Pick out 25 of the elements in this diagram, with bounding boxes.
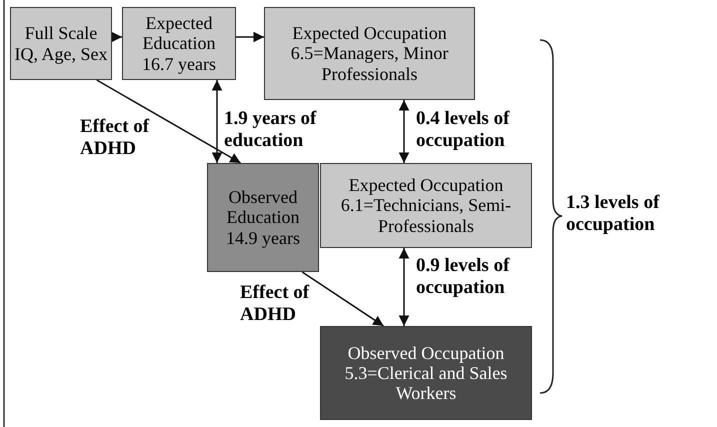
box-text: Expected Education 16.7 years: [141, 13, 217, 74]
arrow: [96, 79, 241, 164]
process-box: [10, 7, 112, 80]
box-text: Expected Occupation 6.5=Managers, Minor Professionals: [290, 23, 450, 84]
process-box: [320, 163, 532, 248]
process-box: [207, 163, 319, 272]
arrow: [112, 32, 122, 42]
box-text: Observed Occupation 5.3=Clerical and Sales Workers: [344, 342, 508, 404]
arrow: [212, 80, 222, 163]
edge-label: Effect of ADHD: [240, 282, 310, 326]
arrow: [302, 271, 384, 327]
box-text: Expected Occupation 6.1=Technicians, Semi-Professionals: [340, 175, 512, 236]
process-box: [264, 7, 475, 100]
box-text: Observed Education 14.9 years: [225, 187, 301, 248]
arrow: [398, 100, 410, 163]
bracket-label: 1.3 levels of occupation: [566, 192, 661, 236]
box-text: Full Scale IQ, Age, Sex: [14, 23, 108, 64]
edge-label: 0.4 levels of occupation: [416, 108, 511, 152]
process-box: [320, 326, 532, 420]
arrow: [236, 32, 264, 42]
process-box: [122, 7, 236, 80]
arrow: [398, 248, 410, 326]
edge-label: Effect of ADHD: [80, 116, 150, 160]
edge-label: 0.9 levels of occupation: [416, 255, 511, 299]
edge-label: 1.9 years of education: [224, 108, 318, 152]
